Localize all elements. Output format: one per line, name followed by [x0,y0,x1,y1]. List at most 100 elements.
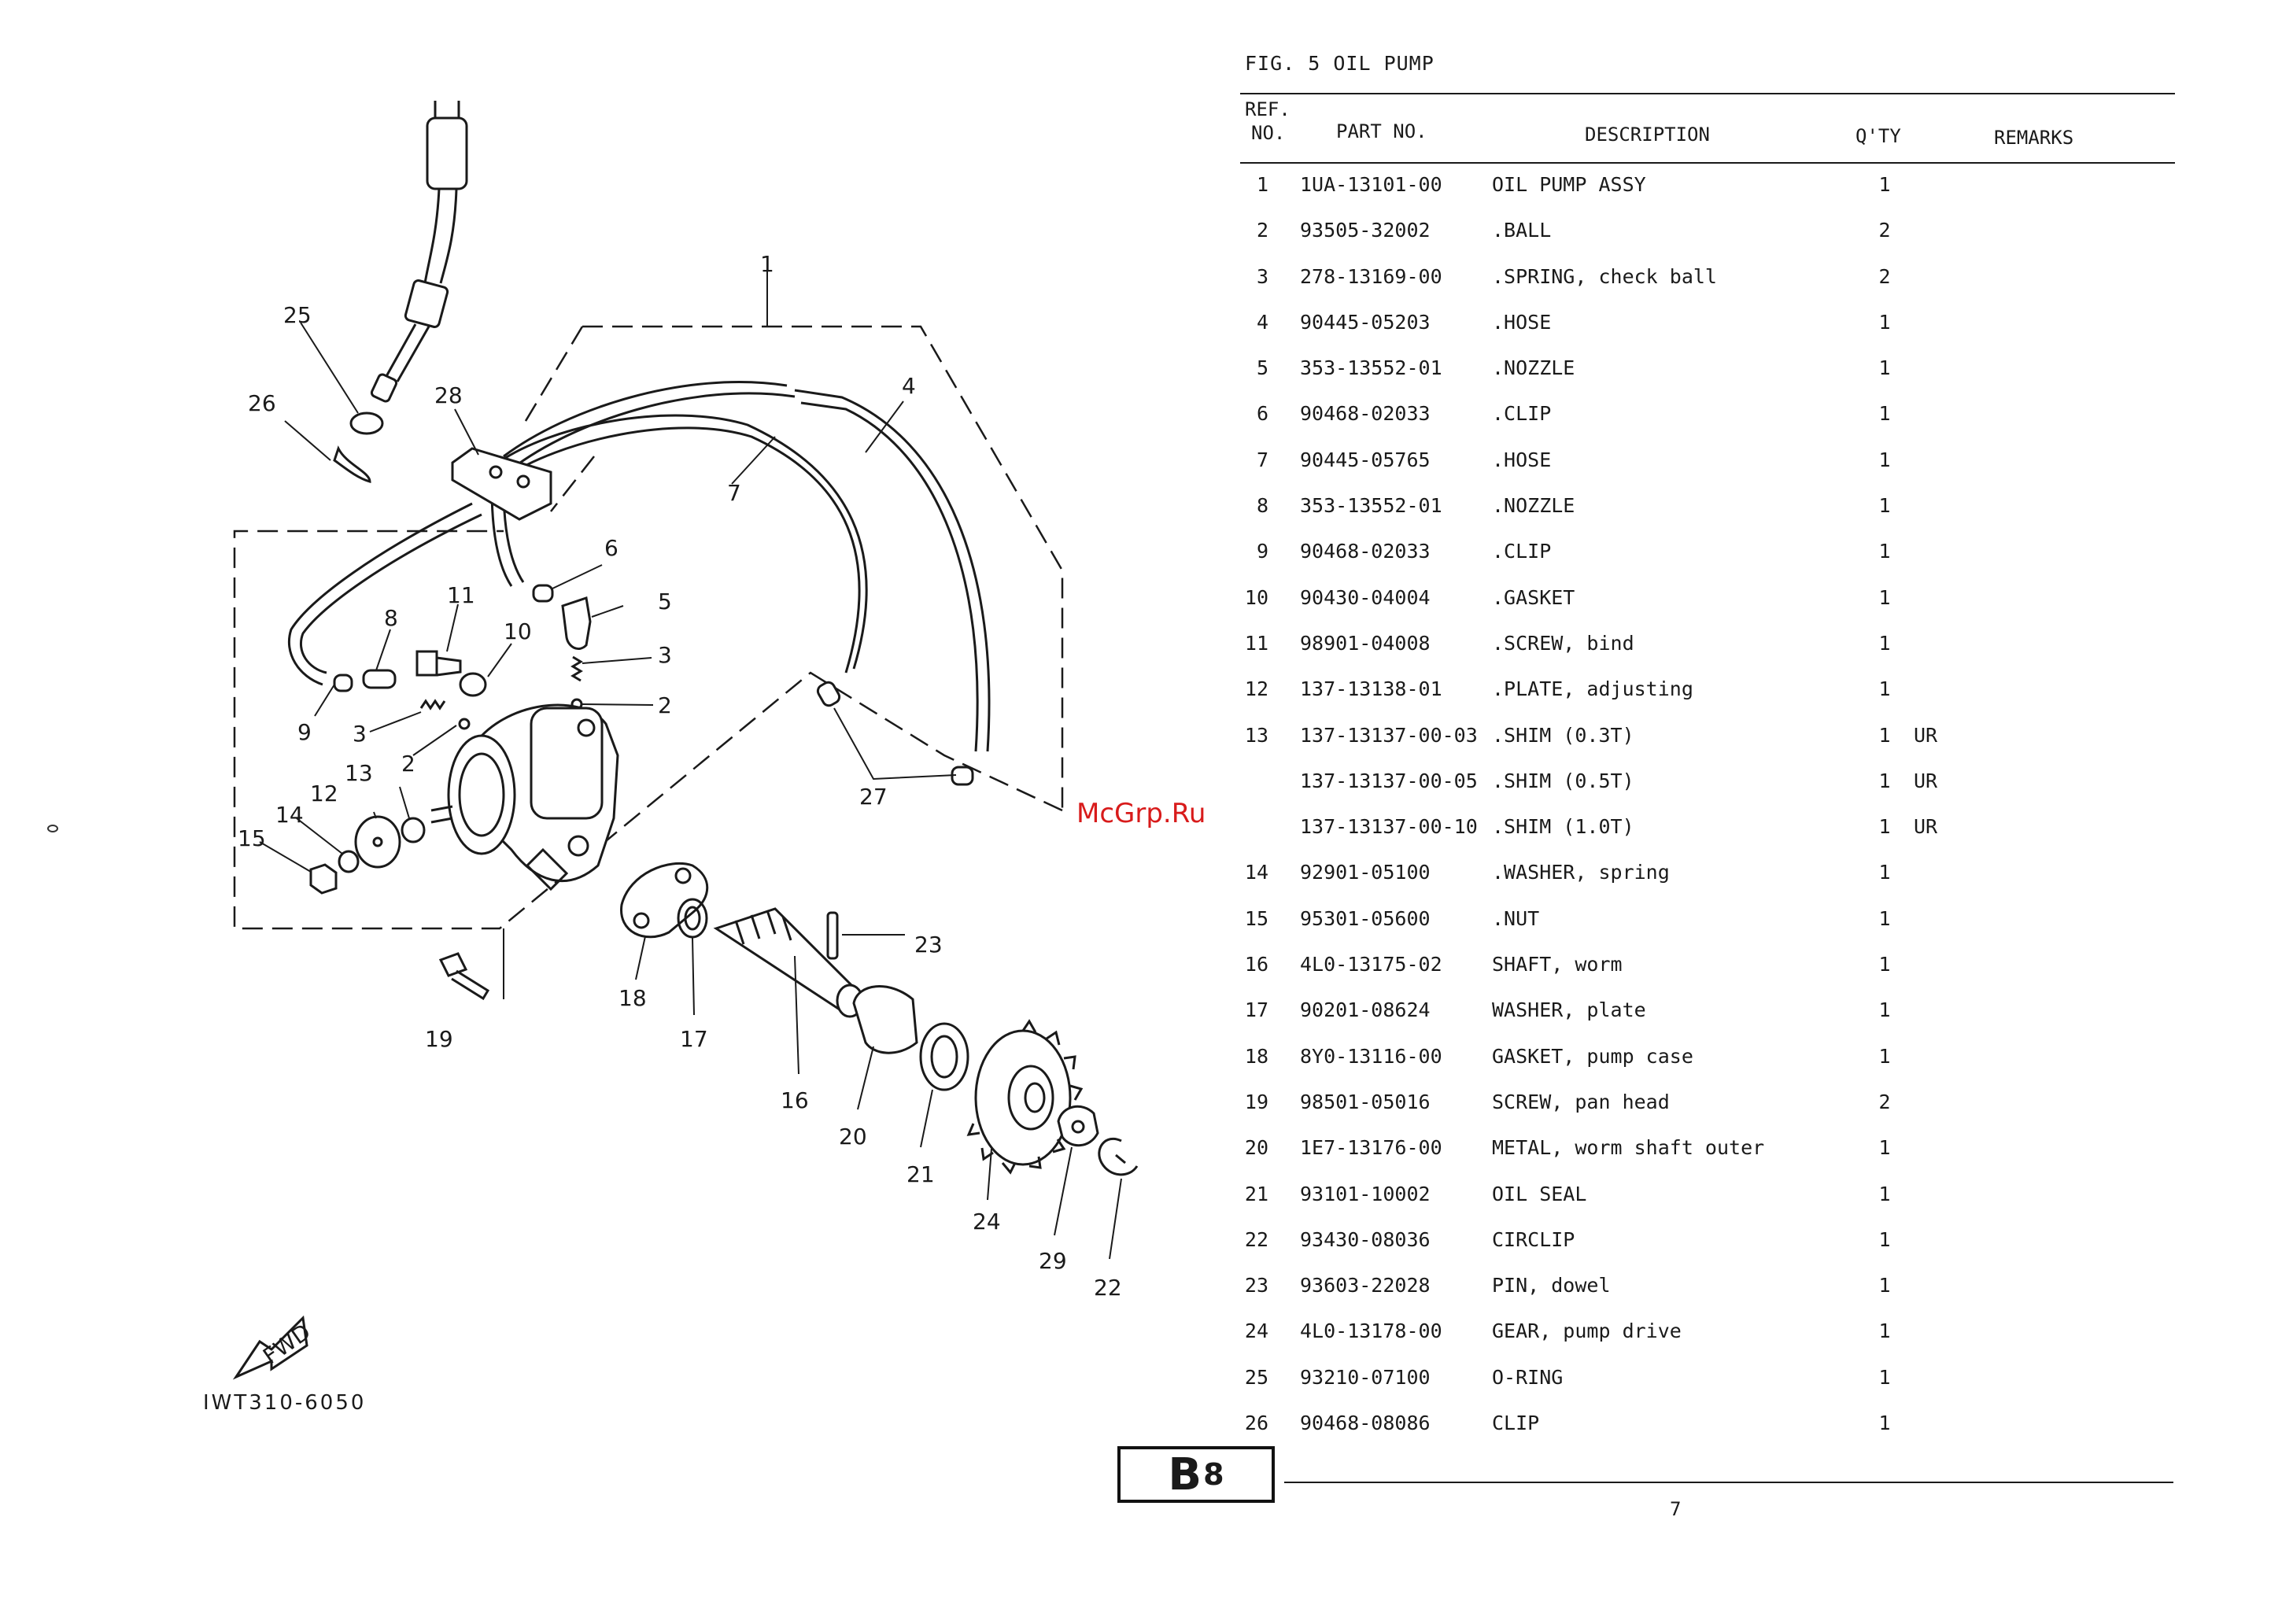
qty-cell: 1 [1878,585,1891,609]
description-cell: SCREW, pan head [1492,1090,1670,1113]
description-cell: .SHIM (1.0T) [1492,815,1634,839]
ref-cell: 13 [1244,723,1268,747]
callout-labels: 1 25 26 28 4 7 6 5 3 2 11 10 8 9 3 2 12 … [238,251,1122,1301]
part-no-cell: 93210-07100 [1300,1365,1431,1389]
part-no-cell: 137-13137-00-10 [1300,815,1478,839]
callout-20: 20 [839,1124,867,1150]
callout-17: 17 [680,1026,708,1052]
qty-cell: 1 [1878,861,1891,884]
callout-2: 2 [658,692,672,718]
callout-23: 23 [914,932,943,958]
qty-cell: 1 [1878,815,1891,839]
description-cell: .SCREW, bind [1492,631,1634,655]
callout-7: 7 [727,480,741,506]
ref-cell: 25 [1244,1365,1268,1389]
worm-shaft-16 [713,907,864,1018]
qty-cell: 1 [1878,494,1891,518]
part-no-cell: 137-13137-00-03 [1300,723,1478,747]
drawing-code: IWT310-6050 [203,1391,367,1415]
part-no-cell: 93505-32002 [1300,219,1431,242]
description-cell: .SPRING, check ball [1492,264,1717,288]
callout-29: 29 [1039,1248,1067,1274]
callout-28: 28 [434,382,463,408]
part-no-cell: 137-13137-00-05 [1300,769,1478,792]
qty-cell: 1 [1878,1136,1891,1160]
ref-cell: 17 [1244,998,1268,1022]
qty-cell: 2 [1878,264,1891,288]
nozzle-8 [362,669,397,689]
ball-2-left [458,718,471,730]
qty-cell: 1 [1878,356,1891,380]
part-no-cell: 95301-05600 [1300,906,1431,930]
callout-3b: 3 [353,721,367,747]
qty-cell: 1 [1878,1320,1891,1343]
metal-20 [852,985,918,1054]
oil-pump-body [430,703,619,891]
callout-1: 1 [760,251,774,277]
ref-cell: 6 [1256,402,1268,426]
description-cell: .NUT [1492,906,1540,930]
remarks-cell: UR [1914,723,1938,747]
part-no-cell: 98501-05016 [1300,1090,1431,1113]
callout-21: 21 [906,1161,935,1187]
part-no-cell: 8Y0-13116-00 [1300,1044,1442,1068]
page-number: 7 [1670,1498,1682,1520]
callout-25: 25 [283,302,312,328]
spring-3-top [570,655,583,682]
header-ref: REF. NO. [1245,98,1291,145]
description-cell: WASHER, plate [1492,998,1646,1022]
ref-cell: 23 [1244,1274,1268,1297]
qty-cell: 1 [1878,1274,1891,1297]
hoses-drawing [287,381,991,752]
ref-cell: 5 [1256,356,1268,380]
callout-19: 19 [425,1026,453,1052]
ref-cell: 1 [1256,173,1268,196]
description-cell: .CLIP [1492,540,1552,563]
spring-3-left [419,699,446,710]
circlip-22 [1098,1137,1139,1176]
callout-26: 26 [248,390,276,416]
callout-12: 12 [310,781,338,806]
fwd-arrow-icon: FWD [232,1315,316,1380]
callout-22: 22 [1094,1275,1122,1301]
qty-cell: 2 [1878,219,1891,242]
margin-mark [47,825,58,832]
header-part-no: PART NO. [1336,120,1427,142]
description-cell: OIL PUMP ASSY [1492,173,1646,196]
qty-cell: 1 [1878,631,1891,655]
part-no-cell: 90445-05765 [1300,448,1431,471]
description-cell: GEAR, pump drive [1492,1320,1682,1343]
gasket-10 [459,672,487,697]
page-badge-number: 8 [1203,1457,1224,1492]
ref-cell: 20 [1244,1136,1268,1160]
qty-cell: 1 [1878,906,1891,930]
washer-17 [677,898,708,939]
qty-cell: 1 [1878,173,1891,196]
ref-cell: 26 [1244,1412,1268,1435]
part-no-cell: 90468-02033 [1300,540,1431,563]
callout-9: 9 [297,719,312,745]
callout-11: 11 [447,582,475,608]
qty-cell: 1 [1878,540,1891,563]
header-description: DESCRIPTION [1585,124,1710,146]
footer-rule [1284,1482,2173,1483]
part-no-cell: 4L0-13178-00 [1300,1320,1442,1343]
callout-24: 24 [973,1209,1001,1235]
callout-14: 14 [275,802,304,828]
ref-cell: 22 [1244,1227,1268,1251]
callout-16: 16 [781,1087,809,1113]
table-row: 3 278-13169-00 .SPRING, check ball 2 [1228,265,2172,311]
clip-26 [333,445,371,483]
figure-title: FIG. 5 OIL PUMP [1245,52,1435,75]
qty-cell: 1 [1878,677,1891,701]
part-no-cell: 278-13169-00 [1300,264,1442,288]
ref-cell: 3 [1256,264,1268,288]
callout-5: 5 [658,589,672,615]
nut-15 [309,863,338,895]
ref-cell: 12 [1244,677,1268,701]
